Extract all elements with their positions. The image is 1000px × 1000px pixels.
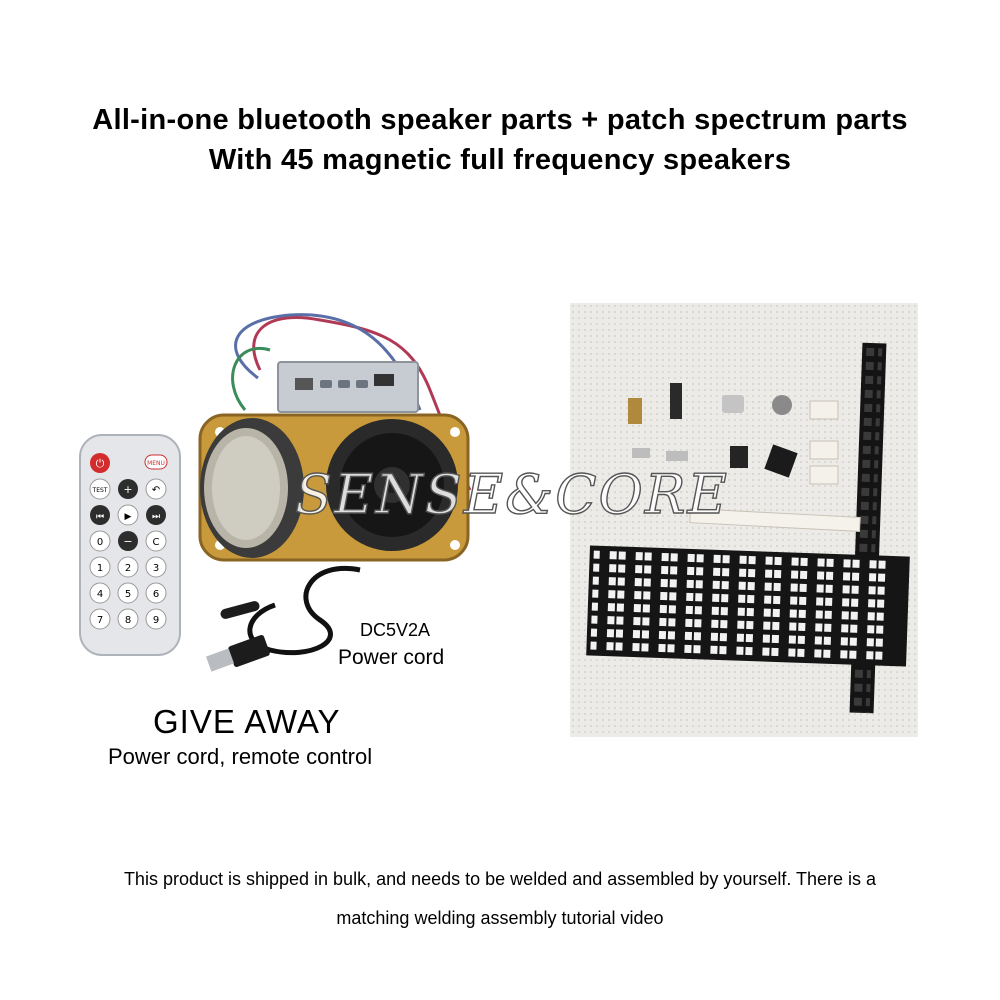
headline-line-2: With 45 magnetic full frequency speakers xyxy=(208,144,792,176)
svg-text:−: − xyxy=(123,535,132,548)
power-cord-spec-label: DC5V2A xyxy=(360,620,431,640)
svg-text:⏮: ⏮ xyxy=(96,512,104,522)
svg-text:TEST: TEST xyxy=(92,487,108,494)
svg-text:9: 9 xyxy=(153,615,159,626)
svg-text:↶: ↶ xyxy=(152,485,160,496)
bluetooth-module xyxy=(277,361,419,413)
svg-text:+: + xyxy=(123,483,132,496)
power-cord-label: Power cord xyxy=(338,646,445,669)
component-tape-horizontal xyxy=(689,508,861,532)
product-photo-speaker-kit: ⏻ MENU TEST + ↶ ⏮ ▶ ⏭ 0 − C 1 2 3 4 5 xyxy=(79,313,472,672)
svg-text:0: 0 xyxy=(97,537,103,548)
svg-text:4: 4 xyxy=(97,589,103,600)
headline-line-1: All-in-one bluetooth speaker parts + pat… xyxy=(92,104,908,136)
svg-text:C: C xyxy=(153,537,160,548)
remote-control: ⏻ MENU TEST + ↶ ⏮ ▶ ⏭ 0 − C 1 2 3 4 5 xyxy=(79,434,181,656)
svg-text:5: 5 xyxy=(125,589,131,600)
product-photo-spectrum-parts xyxy=(570,303,918,737)
usb-power-cord xyxy=(205,566,361,672)
svg-text:MENU: MENU xyxy=(147,460,165,467)
svg-text:7: 7 xyxy=(97,615,103,626)
svg-text:3: 3 xyxy=(153,563,159,574)
loose-components xyxy=(628,383,839,485)
spectrum-pcb xyxy=(586,545,910,667)
svg-text:▶: ▶ xyxy=(125,512,132,522)
svg-text:1: 1 xyxy=(97,563,103,574)
giveaway-title: GIVE AWAY xyxy=(153,703,341,740)
footer-line-2: matching welding assembly tutorial video xyxy=(336,908,664,928)
svg-text:⏭: ⏭ xyxy=(152,512,160,522)
speaker-pair xyxy=(198,413,470,562)
svg-text:⏻: ⏻ xyxy=(96,457,105,470)
giveaway-subtitle: Power cord, remote control xyxy=(108,744,373,769)
svg-text:2: 2 xyxy=(125,563,131,574)
svg-text:6: 6 xyxy=(153,589,159,600)
svg-text:8: 8 xyxy=(125,615,131,626)
footer-line-1: This product is shipped in bulk, and nee… xyxy=(123,869,877,889)
